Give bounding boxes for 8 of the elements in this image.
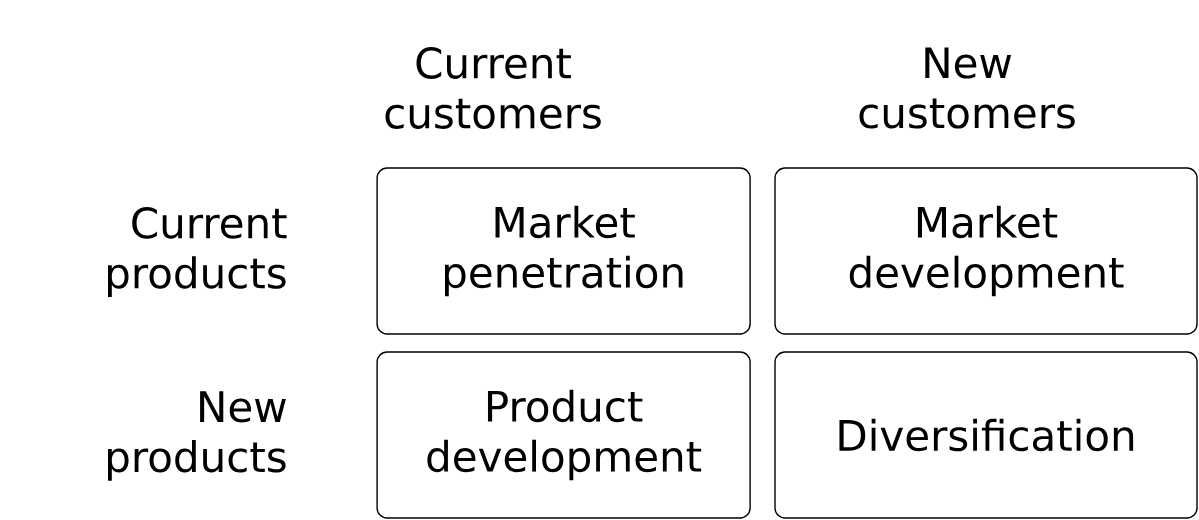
quadrant-box: Product development bbox=[376, 351, 751, 519]
row-header: Current products bbox=[108, 207, 287, 297]
column-header: New customers bbox=[859, 47, 1075, 129]
row-header: New products bbox=[108, 391, 286, 481]
column-header: Current customers bbox=[385, 47, 601, 129]
quadrant-box: Market development bbox=[774, 167, 1198, 335]
quadrant-box: Diversification bbox=[774, 351, 1198, 519]
quadrant-box: Market penetration bbox=[376, 167, 751, 335]
